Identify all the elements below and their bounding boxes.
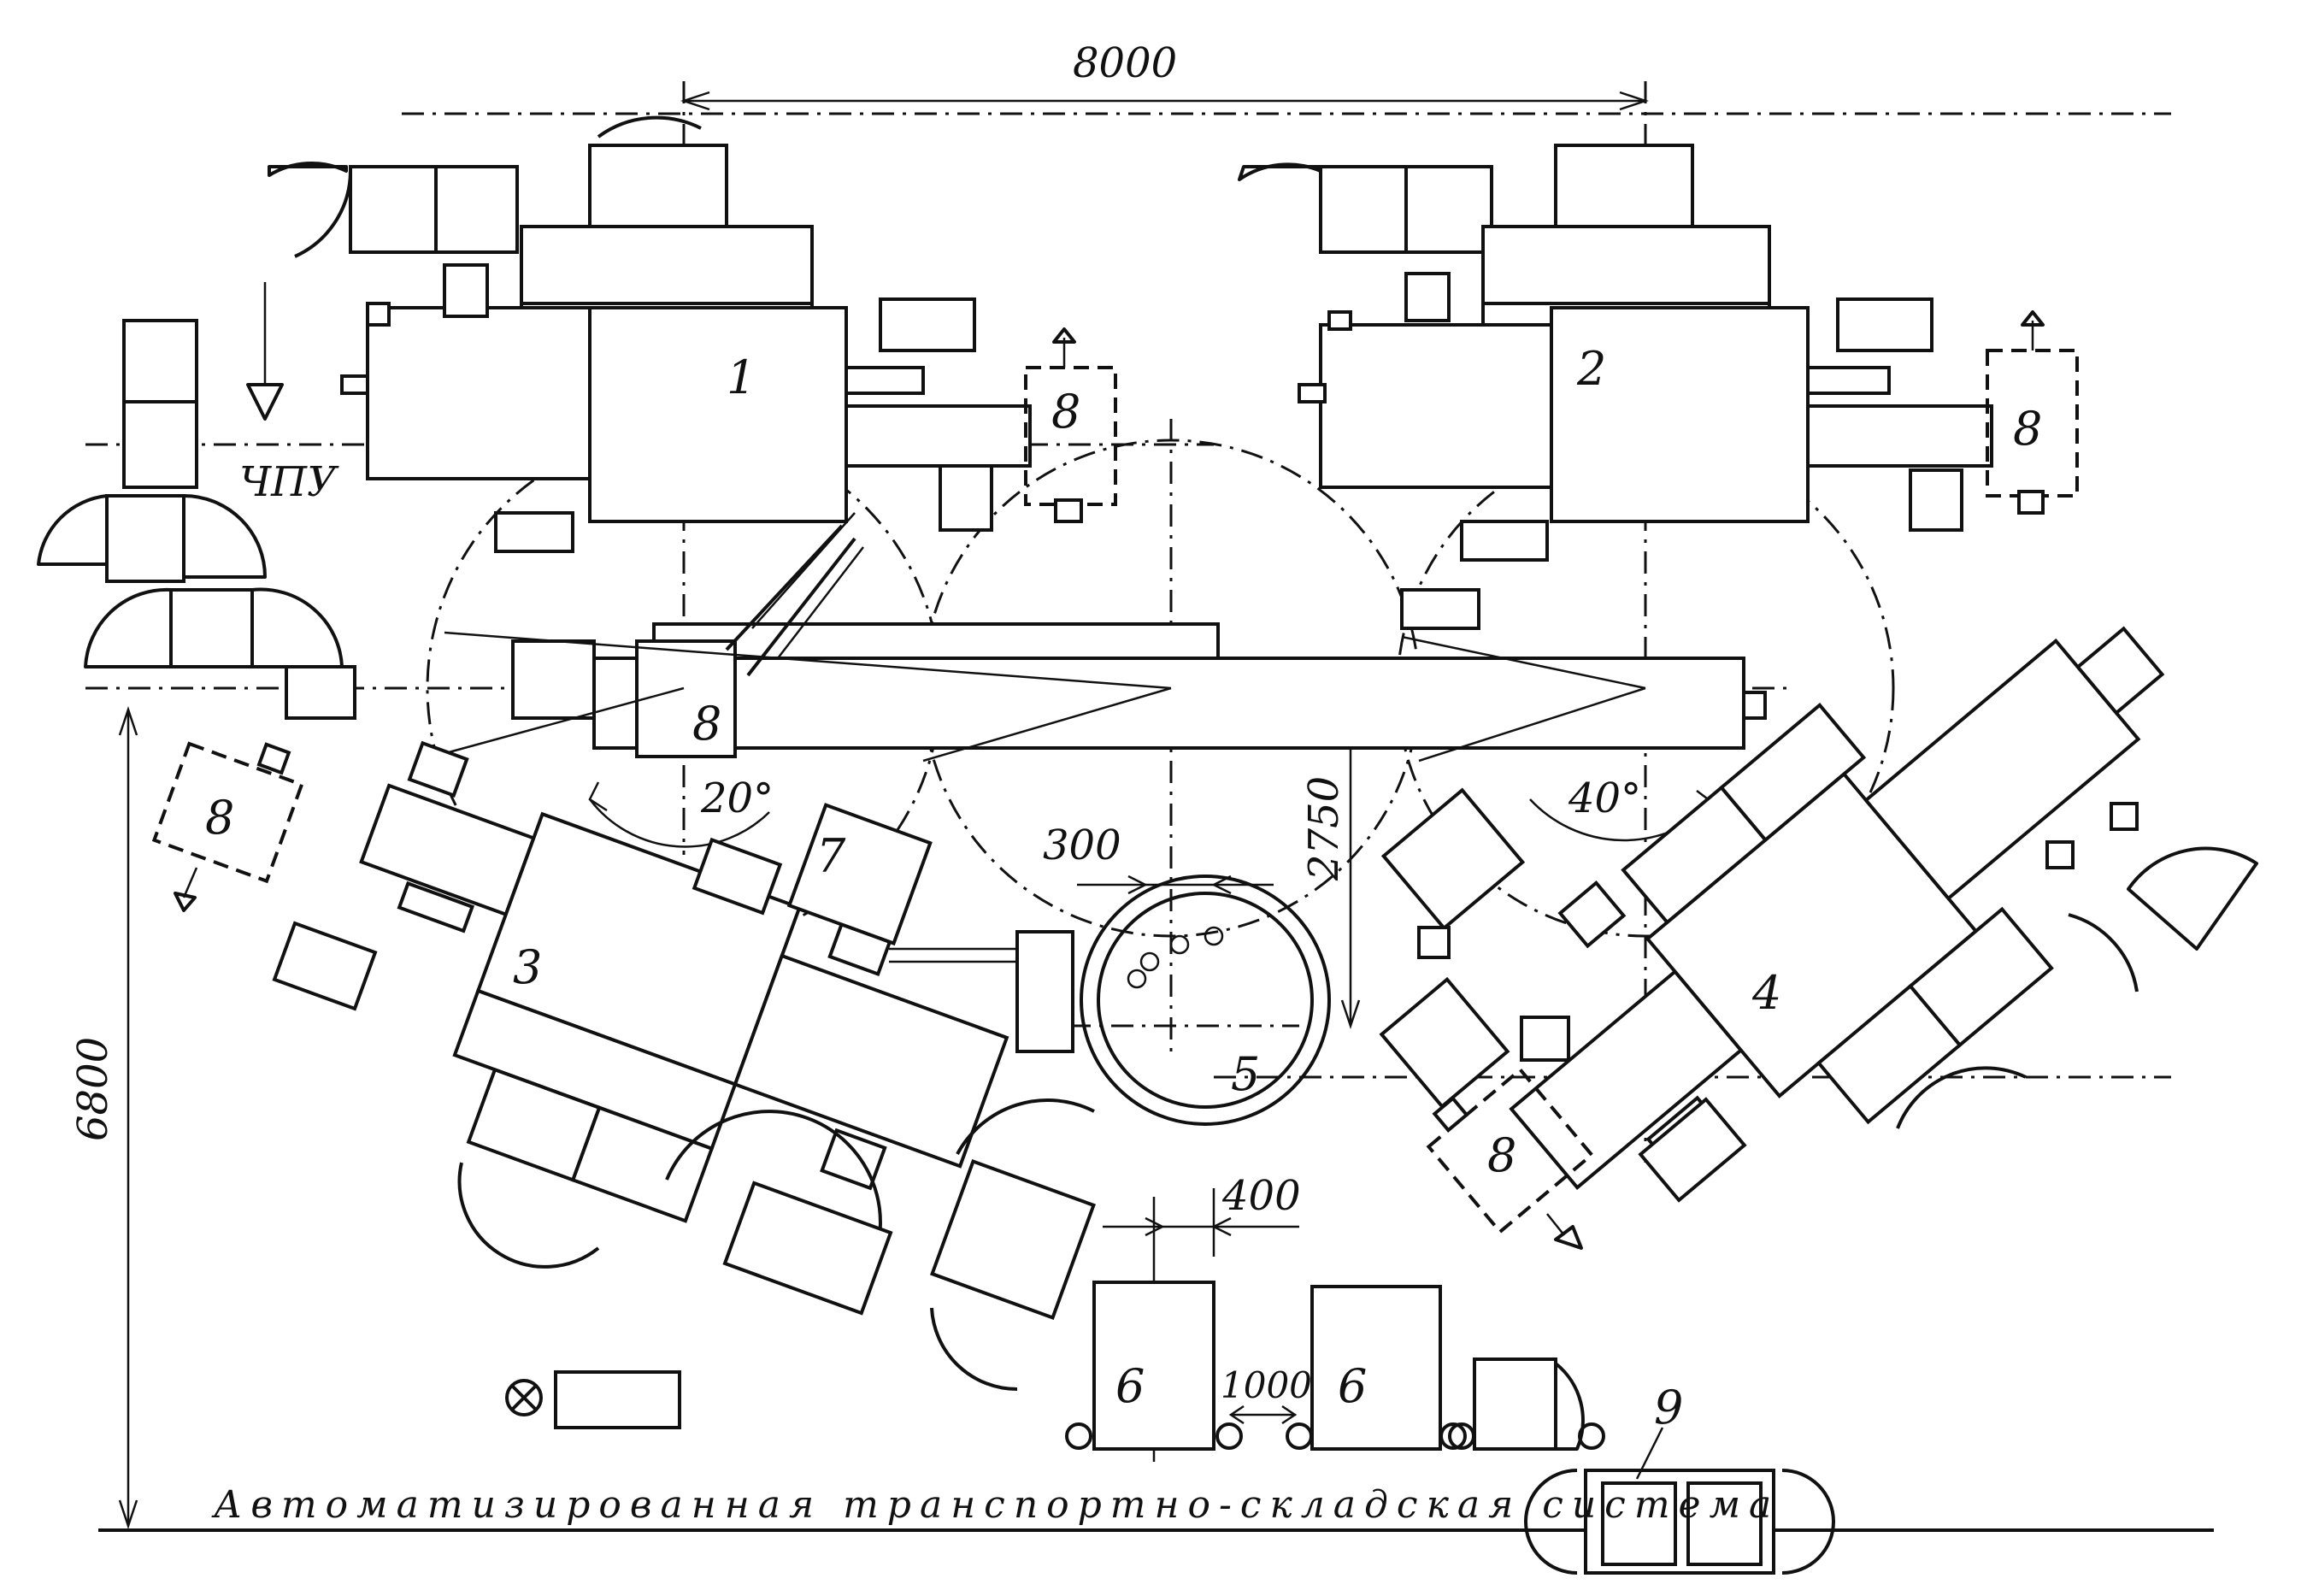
dim-6800: 6800: [69, 1037, 117, 1141]
dim-1000: 1000: [1221, 1364, 1312, 1406]
label-8c: 8: [692, 697, 721, 751]
pallet-8-left-arrow: [182, 867, 198, 898]
label-1: 1: [727, 350, 756, 404]
control-panel: [505, 1370, 681, 1429]
pallet-bottom-center: [930, 1098, 1096, 1392]
pallet-storage-left: [37, 494, 356, 720]
dim-400: 400: [1221, 1172, 1301, 1220]
label-7: 7: [816, 829, 846, 883]
machine-3-accessories: [272, 837, 893, 1316]
pallet-8-left: [151, 741, 304, 884]
label-6a: 6: [1115, 1359, 1145, 1413]
label-9: 9: [1654, 1381, 1683, 1434]
machine-4: [1509, 626, 2165, 1191]
pallet-8-top-right: 8: [1986, 310, 2079, 515]
pallet-8-right: [1426, 1067, 1595, 1234]
label-8e: 8: [1487, 1128, 1516, 1182]
pallet-8-right-arrow: [1546, 1213, 1565, 1236]
angle-40: 40°: [1568, 774, 1641, 822]
machine-3: [359, 740, 1009, 1223]
label-3: 3: [513, 940, 542, 994]
label-2: 2: [1576, 342, 1606, 396]
label-5: 5: [1231, 1047, 1260, 1101]
pallet-8-left-arrowhead: [174, 892, 197, 912]
cnc-block: ЧПУ: [122, 282, 339, 506]
connector: [889, 930, 1074, 1053]
caption: Автоматизированная транспортно-складская…: [211, 1483, 1780, 1527]
label-cnc: ЧПУ: [239, 458, 339, 506]
storage-6: 6 6: [1065, 1281, 1605, 1451]
dim-2750: 2750: [1300, 776, 1348, 881]
machine-4-accessories: [1379, 787, 2258, 1203]
label-8b: 8: [2013, 402, 2042, 456]
dim-300: 300: [1043, 822, 1121, 869]
label-4: 4: [1751, 966, 1781, 1020]
rotary-store-5: 5: [1080, 875, 1331, 1126]
pallet-8-right-arrowhead: [1554, 1225, 1583, 1250]
machine-1: 1: [268, 115, 1032, 553]
pallet-8-top-left: 8: [1024, 327, 1117, 523]
machine-7: [786, 803, 933, 977]
machine-2: 2: [1238, 144, 1993, 630]
robot-cart-9: 9: [1524, 1381, 1835, 1575]
label-6b: 6: [1338, 1359, 1367, 1413]
label-8d: 8: [205, 791, 234, 845]
label-8a: 8: [1051, 385, 1080, 439]
loader-rail: 8 20° 40°: [444, 512, 1767, 848]
angle-20: 20°: [700, 774, 774, 822]
dim-8000: 8000: [1073, 39, 1177, 87]
